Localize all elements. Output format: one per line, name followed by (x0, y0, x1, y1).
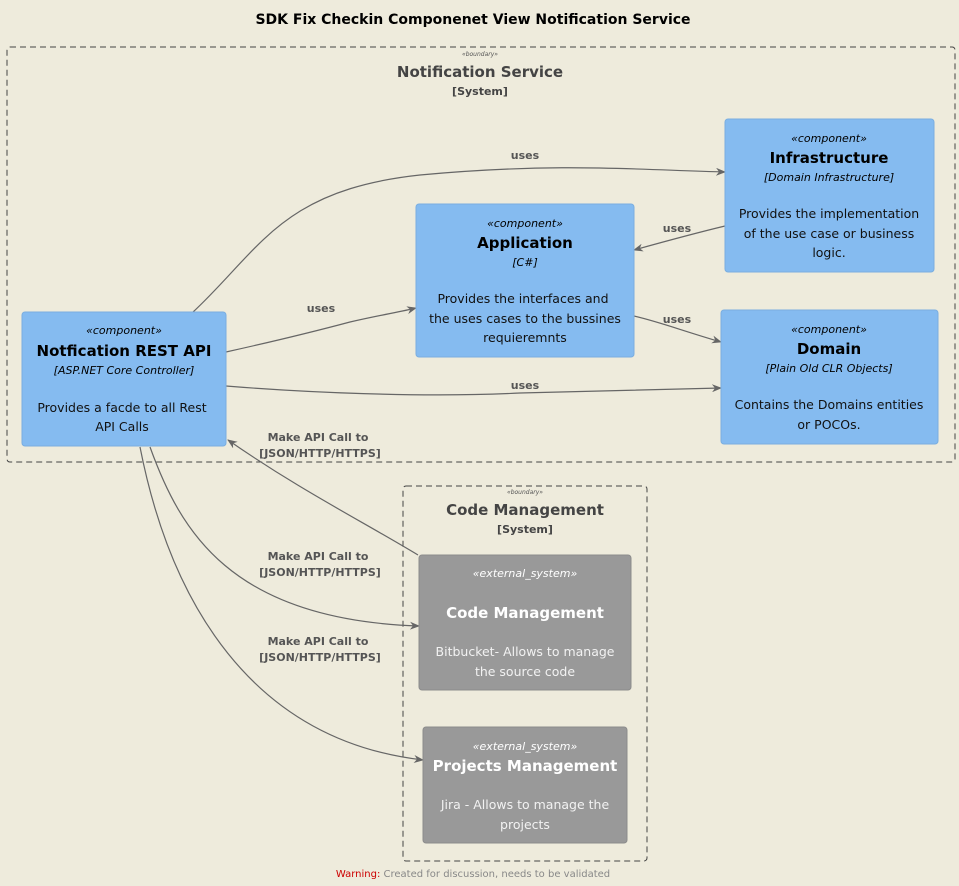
label-api-application: uses (307, 302, 336, 315)
edge-api-infrastructure (191, 167, 726, 314)
component-api-tech: [ASP.NET Core Controller] (54, 364, 195, 377)
label-api-infrastructure: uses (511, 149, 540, 162)
component-domain[interactable]: «component» Domain [Plain Old CLR Object… (720, 309, 939, 445)
boundary-code-stereotype: «boundary» (507, 489, 543, 496)
label-api-to-projects-line1: Make API Call to (268, 635, 369, 648)
boundary-notification-frame (6, 46, 956, 463)
warning-label: Warning: (336, 869, 380, 880)
edge-application-domain (633, 315, 722, 344)
component-application-desc-line1: Provides the interfaces and (437, 291, 608, 306)
boundary-notification-service: «boundary» Notification Service [System] (6, 46, 956, 463)
component-infrastructure-desc-line1: Provides the implementation (739, 206, 919, 221)
external-code-name: Code Management (446, 604, 604, 622)
component-infrastructure[interactable]: «component» Infrastructure [Domain Infra… (724, 118, 935, 273)
external-code-box[interactable] (418, 554, 632, 691)
edge-api-to-code (149, 446, 420, 630)
component-infrastructure-desc-line2: of the use case or business (744, 226, 915, 241)
component-application-desc-line2: the uses cases to the bussines (429, 311, 621, 326)
component-domain-name: Domain (797, 340, 861, 358)
edge-api-to-projects (139, 446, 424, 763)
warning-text: Created for discussion, needs to be vali… (380, 869, 610, 880)
component-api-name: Notfication REST API (37, 342, 212, 360)
component-domain-stereotype: «component» (791, 323, 867, 336)
external-projects-stereotype: «external_system» (473, 740, 578, 753)
boundary-code-management: «boundary» Code Management [System] (402, 485, 648, 862)
label-api-domain: uses (511, 379, 540, 392)
boundary-code-frame (402, 485, 648, 862)
diagram-title: SDK Fix Checkin Componenet View Notifica… (255, 12, 690, 28)
component-api-box[interactable] (21, 311, 227, 447)
component-api-desc-line1: Provides a facde to all Rest (37, 400, 206, 415)
edge-code-to-api (227, 439, 419, 556)
component-application-box[interactable] (415, 203, 635, 358)
component-domain-desc-line2: or POCOs. (797, 417, 860, 432)
component-application-name: Application (477, 234, 573, 252)
label-application-domain: uses (663, 313, 692, 326)
component-infrastructure-desc-line3: logic. (812, 245, 845, 260)
label-code-to-api-line2: [JSON/HTTP/HTTPS] (259, 447, 381, 460)
label-api-to-code-line2: [JSON/HTTP/HTTPS] (259, 566, 381, 579)
boundary-code-type: [System] (497, 523, 553, 536)
component-application[interactable]: «component» Application [C#] Provides th… (415, 203, 635, 358)
component-api-desc-line2: API Calls (95, 419, 149, 434)
label-api-to-projects-line2: [JSON/HTTP/HTTPS] (259, 651, 381, 664)
label-api-to-code-line1: Make API Call to (268, 550, 369, 563)
external-code-desc-line2: the source code (475, 664, 575, 679)
component-api[interactable]: «component» Notfication REST API [ASP.NE… (21, 311, 227, 447)
component-infrastructure-box[interactable] (724, 118, 935, 273)
relation-labels: uses uses uses uses uses Make API Call t… (259, 149, 691, 664)
component-domain-tech: [Plain Old CLR Objects] (765, 362, 892, 375)
component-infrastructure-name: Infrastructure (770, 149, 889, 167)
external-projects-box[interactable] (422, 726, 628, 844)
external-code-stereotype: «external_system» (473, 567, 578, 580)
external-projects-management[interactable]: «external_system» Projects Management Ji… (422, 726, 628, 844)
component-infrastructure-tech: [Domain Infrastructure] (764, 171, 894, 184)
boundary-notification-stereotype: «boundary» (462, 51, 498, 58)
component-api-stereotype: «component» (86, 324, 162, 337)
external-code-desc-line1: Bitbucket- Allows to manage (436, 644, 615, 659)
edge-infrastructure-application (633, 225, 726, 252)
component-application-desc-line3: requieremnts (483, 330, 567, 345)
label-infrastructure-application: uses (663, 222, 692, 235)
label-code-to-api-line1: Make API Call to (268, 431, 369, 444)
external-projects-desc-line1: Jira - Allows to manage the (440, 797, 610, 812)
component-domain-desc-line1: Contains the Domains entities (735, 397, 924, 412)
edge-api-application (225, 306, 417, 353)
component-domain-box[interactable] (720, 309, 939, 445)
component-application-tech: [C#] (512, 256, 537, 269)
boundary-code-name: Code Management (446, 501, 604, 519)
relations (139, 167, 726, 763)
component-application-stereotype: «component» (487, 217, 563, 230)
external-code-management[interactable]: «external_system» Code Management Bitbuc… (418, 554, 632, 691)
boundary-notification-type: [System] (452, 85, 508, 98)
boundary-notification-name: Notification Service (397, 63, 563, 81)
external-projects-name: Projects Management (433, 757, 618, 775)
external-projects-desc-line2: projects (500, 817, 550, 832)
edge-api-domain (225, 384, 722, 396)
component-infrastructure-stereotype: «component» (791, 132, 867, 145)
footer-warning: Warning: Created for discussion, needs t… (336, 869, 610, 880)
